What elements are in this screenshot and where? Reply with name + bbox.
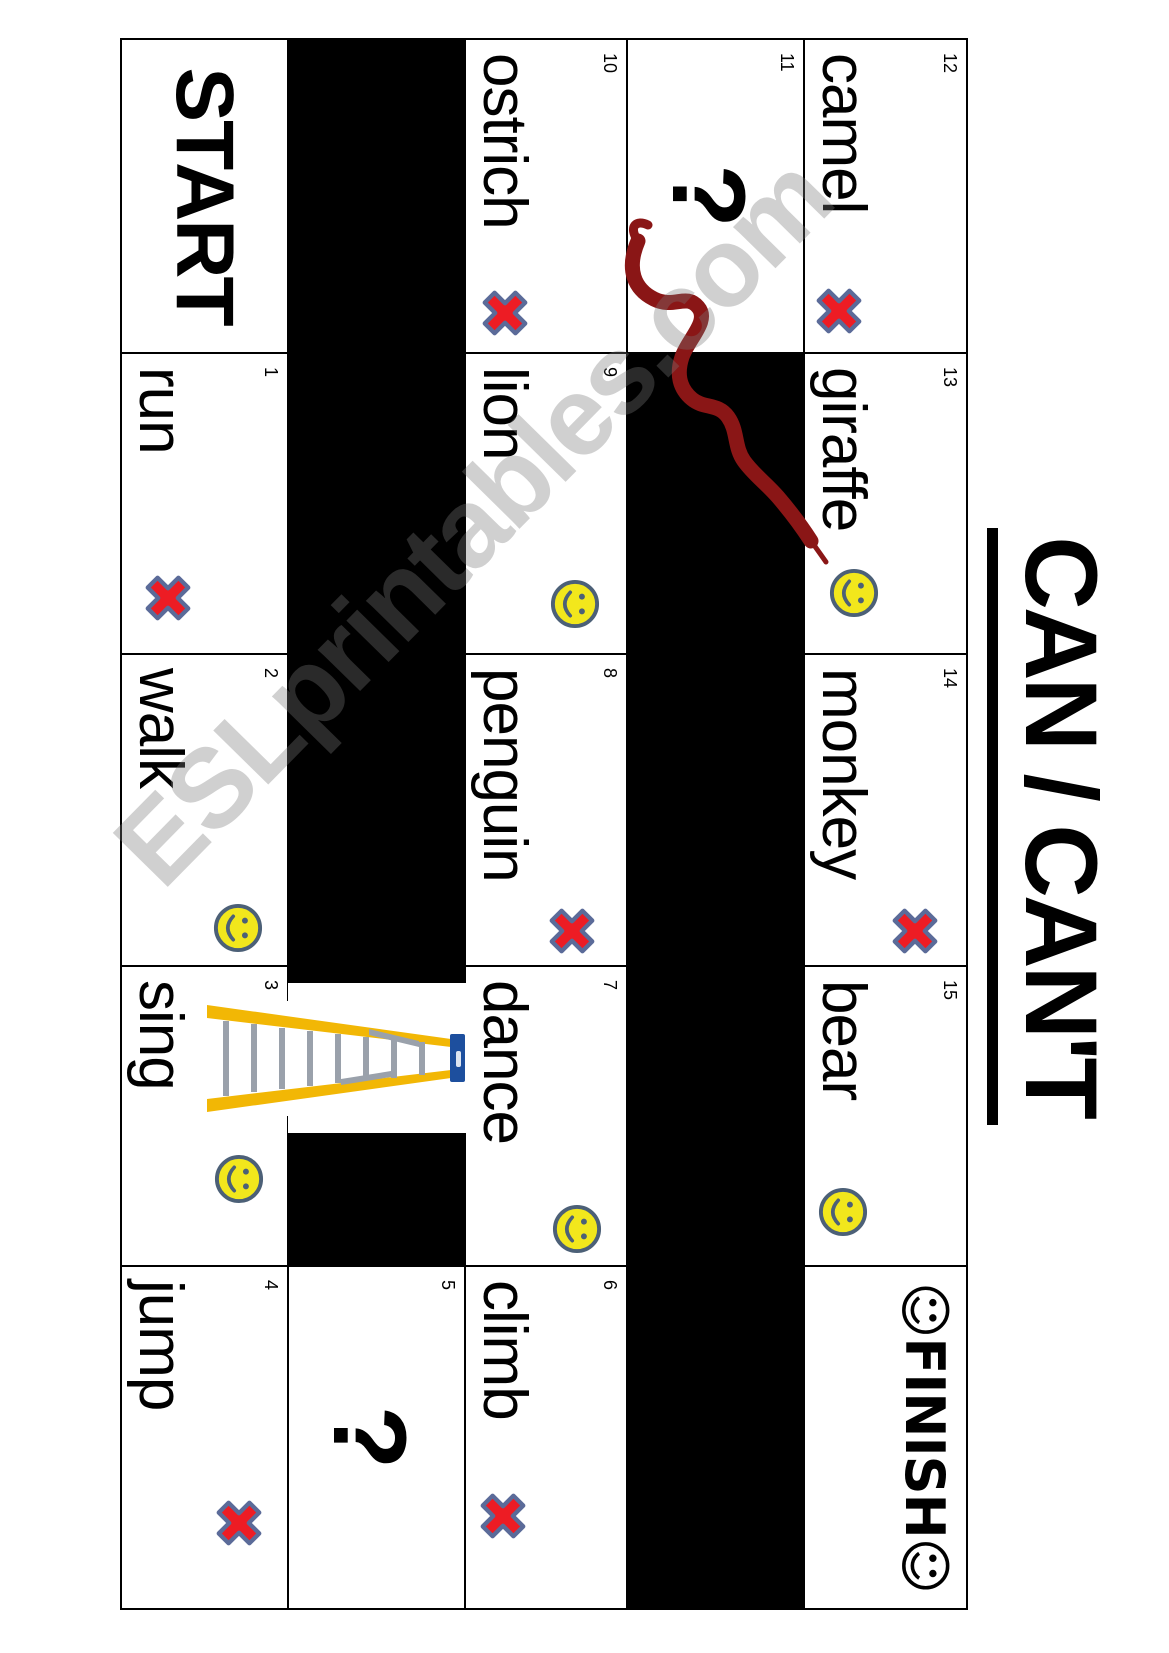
start-label: START [159, 67, 251, 325]
smiley-icon [549, 578, 601, 630]
cell-number: 13 [940, 367, 960, 388]
smiley-icon [212, 902, 264, 954]
cell-word: jump [125, 1280, 195, 1411]
cell-climb: 6 climb [465, 1266, 627, 1609]
smiley-icon [817, 1186, 869, 1238]
cell-jump: 4 jump [121, 1266, 288, 1609]
finish-smiley-left-icon: ☺ [893, 1282, 956, 1338]
black-band-upper [627, 353, 804, 1609]
cell-number: 4 [261, 1280, 281, 1291]
cell-number: 8 [600, 668, 620, 679]
cell-number: 15 [940, 980, 960, 1001]
cell-word: sing [125, 980, 195, 1090]
cell-number: 3 [261, 980, 281, 991]
cross-icon [546, 905, 598, 957]
cell-number: 5 [438, 1280, 458, 1291]
cross-icon [813, 285, 865, 337]
cell-word: bear [808, 980, 878, 1101]
cell-word: dance [469, 980, 539, 1144]
cell-start: START [121, 39, 288, 353]
smiley-icon [551, 1203, 603, 1255]
cell-monkey: 14 monkey [804, 654, 967, 966]
cell-number: 12 [940, 53, 960, 74]
smiley-icon [828, 567, 880, 619]
page-title-text: CAN / CAN'T [987, 528, 1119, 1125]
finish-smiley-right-icon: ☺ [893, 1537, 956, 1593]
cell-number: 14 [940, 668, 960, 689]
cell-word: monkey [808, 668, 878, 880]
cell-giraffe: 13 giraffe [804, 353, 967, 654]
finish-label: ☺FINISH☺ [893, 1267, 956, 1608]
cell-word: run [125, 367, 195, 454]
cross-icon [889, 905, 941, 957]
cell-penguin: 8 penguin [465, 654, 627, 966]
cell-word: giraffe [808, 367, 878, 532]
cell-word: ostrich [469, 53, 539, 229]
cell-question-5: 5 ? [288, 1266, 465, 1609]
cell-number: 7 [600, 980, 620, 991]
cell-number: 10 [600, 53, 620, 74]
question-mark: ? [311, 1405, 428, 1470]
smiley-icon [213, 1153, 265, 1205]
cell-run: 1 run [121, 353, 288, 654]
cell-dance: 7 dance [465, 966, 627, 1266]
cell-number: 1 [261, 367, 281, 378]
cross-icon [213, 1497, 265, 1549]
page-title: CAN / CAN'T [987, 0, 1119, 1653]
cell-word: climb [469, 1280, 539, 1420]
cross-icon [479, 287, 531, 339]
cell-word: penguin [469, 668, 539, 882]
cross-icon [142, 572, 194, 624]
cell-bear: 15 bear [804, 966, 967, 1266]
cell-number: 6 [600, 1280, 620, 1291]
ladder-rungs [223, 1021, 425, 1096]
ladder-image [201, 1001, 465, 1116]
finish-text: FINISH [893, 1337, 956, 1538]
cross-icon [477, 1490, 529, 1542]
cell-number: 11 [777, 53, 797, 72]
cell-finish: ☺FINISH☺ [804, 1266, 967, 1609]
